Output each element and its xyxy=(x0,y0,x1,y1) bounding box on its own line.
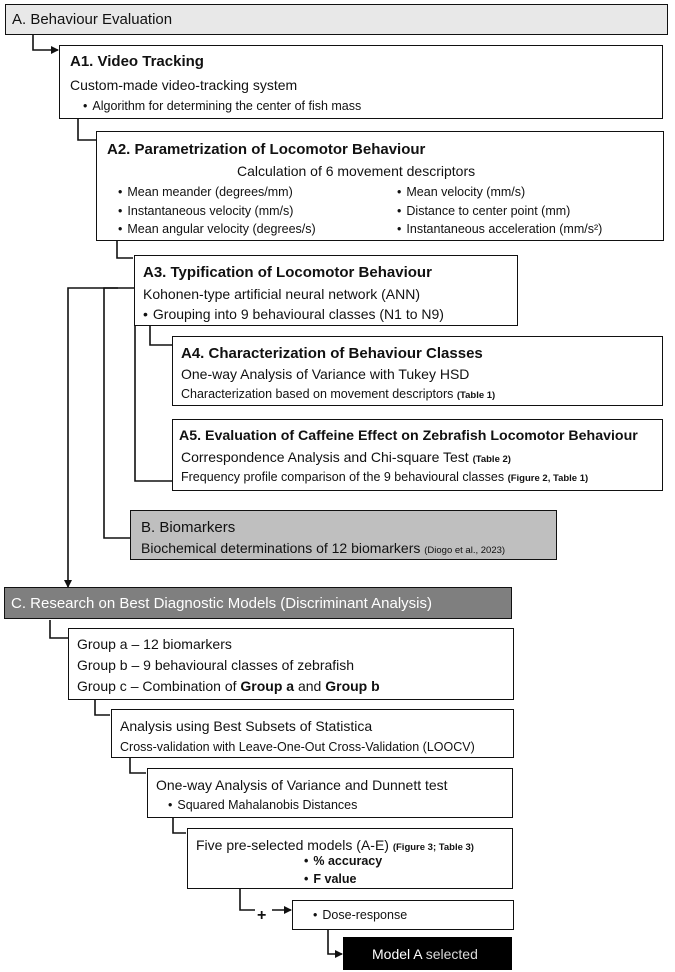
a2-box: A2. Parametrization of Locomotor Behavio… xyxy=(96,131,664,241)
connector-a1-a2 xyxy=(77,119,96,141)
a2-subtitle: Calculation of 6 movement descriptors xyxy=(237,163,476,179)
connector-anova-models xyxy=(172,818,186,834)
b-title: B. Biomarkers xyxy=(141,519,236,536)
arrow-a3-to-c xyxy=(64,287,135,588)
b-line1: Biochemical determinations of 12 biomark… xyxy=(141,541,505,556)
final-model-rest: selected xyxy=(421,946,478,962)
anova-line1: One-way Analysis of Variance and Dunnett… xyxy=(156,777,448,793)
a2-right-item: Distance to center point (mm) xyxy=(397,205,570,218)
a5-line2-text: Frequency profile comparison of the 9 be… xyxy=(181,470,505,484)
connector-models-dose xyxy=(239,889,255,911)
group-c-and: and xyxy=(297,678,322,694)
a3-bullet: Grouping into 9 behavioural classes (N1 … xyxy=(143,307,444,321)
group-b: Group b – 9 behavioural classes of zebra… xyxy=(77,657,355,673)
a4-title: A4. Characterization of Behaviour Classe… xyxy=(181,345,483,362)
group-c-gb: Group b xyxy=(325,678,380,694)
a2-title: A2. Parametrization of Locomotor Behavio… xyxy=(107,141,426,158)
a1-title: A1. Video Tracking xyxy=(70,53,204,70)
subsets-box: Analysis using Best Subsets of Statistic… xyxy=(111,709,514,758)
a5-line2: Frequency profile comparison of the 9 be… xyxy=(181,471,588,484)
final-model-box: Model A selected xyxy=(343,937,512,970)
models-ref: (Figure 3; Table 3) xyxy=(392,842,474,853)
connector-groups-subsets xyxy=(94,700,110,716)
a4-ref: (Table 1) xyxy=(456,390,496,401)
section-a-title: A. Behaviour Evaluation xyxy=(12,11,173,28)
section-c-title: C. Research on Best Diagnostic Models (D… xyxy=(11,595,432,612)
a5-box: A5. Evaluation of Caffeine Effect on Zeb… xyxy=(172,419,663,491)
a4-line1: One-way Analysis of Variance with Tukey … xyxy=(181,366,470,382)
anova-bullet: Squared Mahalanobis Distances xyxy=(168,799,357,812)
final-model-strong: Model A xyxy=(372,946,422,962)
a5-line1: Correspondence Analysis and Chi-square T… xyxy=(181,450,511,465)
group-c: Group c – Combination of Group a and Gro… xyxy=(77,679,380,693)
connector-c-groups xyxy=(49,620,68,639)
a3-title: A3. Typification of Locomotor Behaviour xyxy=(143,264,432,281)
a2-left-item: Mean angular velocity (degrees/s) xyxy=(118,223,315,236)
a5-ref-1: (Table 2) xyxy=(472,454,511,465)
group-c-ga: Group a xyxy=(240,678,295,694)
models-bullet-fvalue: F value xyxy=(304,873,356,886)
models-line1-text: Five pre-selected models (A-E) xyxy=(196,837,389,853)
a5-ref-2: (Figure 2, Table 1) xyxy=(507,473,589,484)
a4-line2-text: Characterization based on movement descr… xyxy=(181,387,454,401)
group-a: Group a – 12 biomarkers xyxy=(77,636,232,652)
a3-subtitle: Kohonen-type artificial neural network (… xyxy=(143,286,421,302)
a2-left-item: Mean meander (degrees/mm) xyxy=(118,186,292,199)
a2-right-item: Instantaneous acceleration (mm/s²) xyxy=(397,223,602,236)
models-line1: Five pre-selected models (A-E) (Figure 3… xyxy=(196,838,474,853)
a4-line2: Characterization based on movement descr… xyxy=(181,388,495,401)
dose-bullet: Dose-response xyxy=(313,909,407,922)
connector-a3-b xyxy=(103,287,130,539)
a5-title: A5. Evaluation of Caffeine Effect on Zeb… xyxy=(179,428,638,444)
a4-box: A4. Characterization of Behaviour Classe… xyxy=(172,336,663,406)
b-ref: (Diogo et al., 2023) xyxy=(424,545,506,556)
a5-line1-text: Correspondence Analysis and Chi-square T… xyxy=(181,449,469,465)
section-a-header: A. Behaviour Evaluation xyxy=(5,4,668,35)
connector-a2-a3 xyxy=(116,240,133,259)
a2-right-item: Mean velocity (mm/s) xyxy=(397,186,525,199)
models-box: Five pre-selected models (A-E) (Figure 3… xyxy=(187,828,513,889)
models-bullet-accuracy: % accuracy xyxy=(304,855,382,868)
arrow-a-to-a1 xyxy=(32,34,59,54)
plus-sign: + xyxy=(257,907,267,924)
dose-box: Dose-response xyxy=(292,900,514,930)
final-model-text: Model A selected xyxy=(372,947,478,961)
a1-box: A1. Video Tracking Custom-made video-tra… xyxy=(59,45,663,119)
a1-subtitle: Custom-made video-tracking system xyxy=(70,77,298,93)
subsets-line1: Analysis using Best Subsets of Statistic… xyxy=(120,718,373,734)
group-c-prefix: Group c – Combination of xyxy=(77,678,237,694)
a1-bullet: Algorithm for determining the center of … xyxy=(83,100,361,113)
subsets-line2: Cross-validation with Leave-One-Out Cros… xyxy=(120,740,475,754)
a3-box: A3. Typification of Locomotor Behaviour … xyxy=(134,255,518,326)
b-box: B. Biomarkers Biochemical determinations… xyxy=(130,510,557,560)
groups-box: Group a – 12 biomarkers Group b – 9 beha… xyxy=(68,628,514,700)
arrow-dose-to-final xyxy=(327,930,343,958)
connector-a3-a4 xyxy=(149,325,172,346)
anova-box: One-way Analysis of Variance and Dunnett… xyxy=(147,768,513,818)
a2-left-item: Instantaneous velocity (mm/s) xyxy=(118,205,293,218)
section-c-header: C. Research on Best Diagnostic Models (D… xyxy=(4,587,512,619)
b-line1-text: Biochemical determinations of 12 biomark… xyxy=(141,540,421,556)
connector-subsets-anova xyxy=(129,758,146,774)
